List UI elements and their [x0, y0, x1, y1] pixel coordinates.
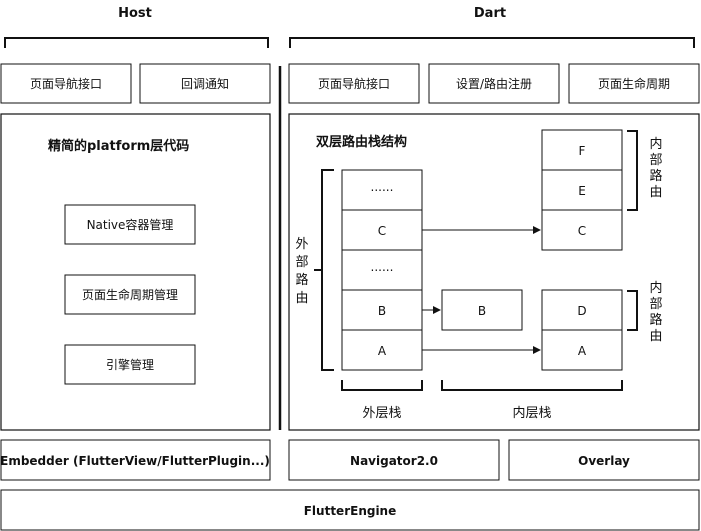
host-callback-label: 回调通知: [181, 77, 229, 91]
dart-top-bracket: [289, 37, 695, 48]
inner-stack-top-cell: [541, 209, 623, 251]
inner-top-page-e: E: [578, 184, 586, 198]
inner-mid-box: B: [441, 289, 523, 331]
host-platform-panel: 精简的platform层代码 Native容器管理 页面生命周期管理 引擎管理: [0, 113, 271, 431]
outer-route-label-4: 由: [295, 291, 308, 306]
engine-manage-box: 引擎管理: [64, 344, 196, 385]
inner-mid-page-b: B: [478, 304, 486, 318]
navigator-box: Navigator2.0: [288, 439, 500, 481]
outer-stack-page-c: C: [378, 224, 386, 238]
flutter-engine-box: FlutterEngine: [0, 489, 700, 531]
native-container-label: Native容器管理: [87, 217, 174, 232]
outer-stack-cell: [341, 289, 423, 331]
dart-route-register-box: 设置/路由注册: [428, 63, 560, 104]
dart-panel-title: 双层路由栈结构: [316, 134, 407, 150]
outer-stack-cell: [341, 169, 423, 211]
inner-route-bottom-label-4: 由: [649, 329, 662, 344]
dart-lifecycle-box: 页面生命周期: [568, 63, 700, 104]
outer-route-label-3: 路: [295, 272, 308, 288]
host-title: Host: [118, 6, 152, 21]
overlay-box: Overlay: [508, 439, 700, 481]
inner-route-top-label-4: 由: [649, 185, 662, 200]
inner-top-page-f: F: [579, 144, 586, 158]
outer-route-label-1: 外: [295, 237, 308, 252]
inner-stack-top-cell: [541, 129, 623, 171]
outer-stack: ...... C ...... B A: [341, 169, 423, 371]
inner-stack-bottom-cell: [541, 329, 623, 371]
inner-route-bottom-label-1: 内: [649, 280, 662, 296]
embedder-box: Embedder (FlutterView/FlutterPlugin...): [0, 439, 271, 481]
engine-manage-label: 引擎管理: [106, 357, 154, 372]
navigator-label: Navigator2.0: [350, 454, 438, 468]
inner-stack-bottom-cell: [541, 289, 623, 331]
host-top-bracket: [4, 37, 269, 48]
host-callback-box: 回调通知: [139, 63, 271, 104]
inner-bottom-page-a: A: [578, 344, 587, 358]
inner-stack-label: 内层栈: [512, 405, 551, 421]
outer-stack-bracket: [341, 380, 423, 391]
dart-route-register-label: 设置/路由注册: [456, 76, 532, 91]
overlay-label: Overlay: [578, 454, 630, 468]
dart-nav-interface-label: 页面导航接口: [318, 76, 390, 91]
outer-stack-label: 外层栈: [362, 406, 401, 421]
inner-route-bracket-top: [627, 130, 638, 211]
outer-stack-page-a: A: [378, 344, 387, 358]
inner-route-bottom-label-3: 路: [649, 312, 662, 328]
embedder-label: Embedder (FlutterView/FlutterPlugin...): [0, 454, 270, 468]
outer-route-label-2: 部: [295, 255, 308, 270]
inner-route-top-label-3: 路: [649, 168, 662, 184]
host-nav-interface-label: 页面导航接口: [30, 76, 102, 91]
outer-stack-cell: [341, 329, 423, 371]
inner-stack-top: F E C: [541, 129, 623, 251]
inner-bottom-page-d: D: [577, 304, 586, 318]
outer-stack-cell: [341, 249, 423, 291]
outer-stack-ellipsis-top: ......: [371, 180, 394, 194]
outer-stack-page-b: B: [378, 304, 386, 318]
inner-route-top-label-2: 部: [649, 153, 662, 168]
inner-route-bracket-bottom: [627, 290, 638, 331]
dart-title: Dart: [474, 6, 506, 21]
inner-route-top-label-1: 内: [649, 136, 662, 152]
outer-route-bracket: [314, 169, 334, 371]
dart-route-panel: 双层路由栈结构 ...... C ...... B A 外 部 路 由 F E …: [288, 113, 700, 431]
inner-route-bottom-label-2: 部: [649, 297, 662, 312]
host-panel-title: 精简的platform层代码: [48, 138, 189, 154]
flutter-engine-label: FlutterEngine: [304, 504, 397, 518]
host-nav-interface-box: 页面导航接口: [0, 63, 132, 104]
page-lifecycle-manage-box: 页面生命周期管理: [64, 274, 196, 315]
native-container-box: Native容器管理: [64, 204, 196, 245]
inner-stack-bottom: D A: [541, 289, 623, 371]
dart-lifecycle-label: 页面生命周期: [598, 76, 670, 91]
page-lifecycle-manage-label: 页面生命周期管理: [82, 287, 178, 302]
outer-stack-ellipsis-mid: ......: [371, 260, 394, 274]
dart-nav-interface-box: 页面导航接口: [288, 63, 420, 104]
inner-stack-bracket: [441, 380, 623, 391]
inner-stack-top-cell: [541, 169, 623, 211]
inner-top-page-c: C: [578, 224, 586, 238]
